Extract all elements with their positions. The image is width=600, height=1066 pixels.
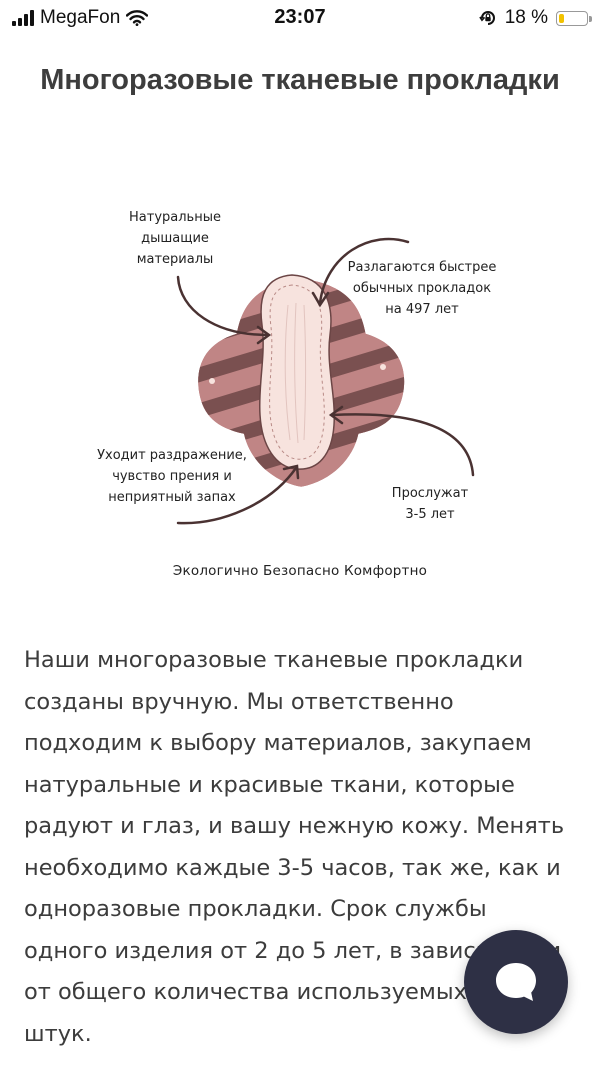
chat-button[interactable] [464, 930, 568, 1034]
product-illustration: Натуральные дышащие материалы Разлагаютс… [70, 185, 530, 605]
clock: 23:07 [274, 6, 326, 28]
status-right: 18 % [478, 7, 592, 29]
battery-level [559, 13, 564, 23]
chat-bubble-icon [496, 963, 536, 1001]
status-bar: MegaFon 23:07 18 % [0, 0, 600, 36]
callout-decomposition: Разлагаются быстрее обычных прокладок на… [347, 260, 497, 317]
callout-lifespan: Прослужат 3-5 лет [391, 486, 469, 522]
pad-drawing [176, 237, 475, 525]
wifi-icon [126, 10, 149, 26]
orientation-lock-icon [478, 11, 495, 25]
battery-icon [556, 10, 592, 26]
status-left: MegaFon [12, 7, 149, 29]
battery-percent: 18 % [504, 7, 548, 28]
illustration-tagline: Экологично Безопасно Комфортно [172, 563, 428, 579]
signal-icon [12, 10, 34, 26]
carrier-name: MegaFon [40, 7, 121, 28]
product-description: Наши многоразовые тканевые прокладки соз… [24, 647, 565, 1047]
callout-irritation: Уходит раздражение, чувство прения и неп… [97, 448, 247, 505]
callout-natural-materials: Натуральные дышащие материалы [129, 210, 221, 267]
page-title: Многоразовые тканевые прокладки [40, 64, 560, 96]
